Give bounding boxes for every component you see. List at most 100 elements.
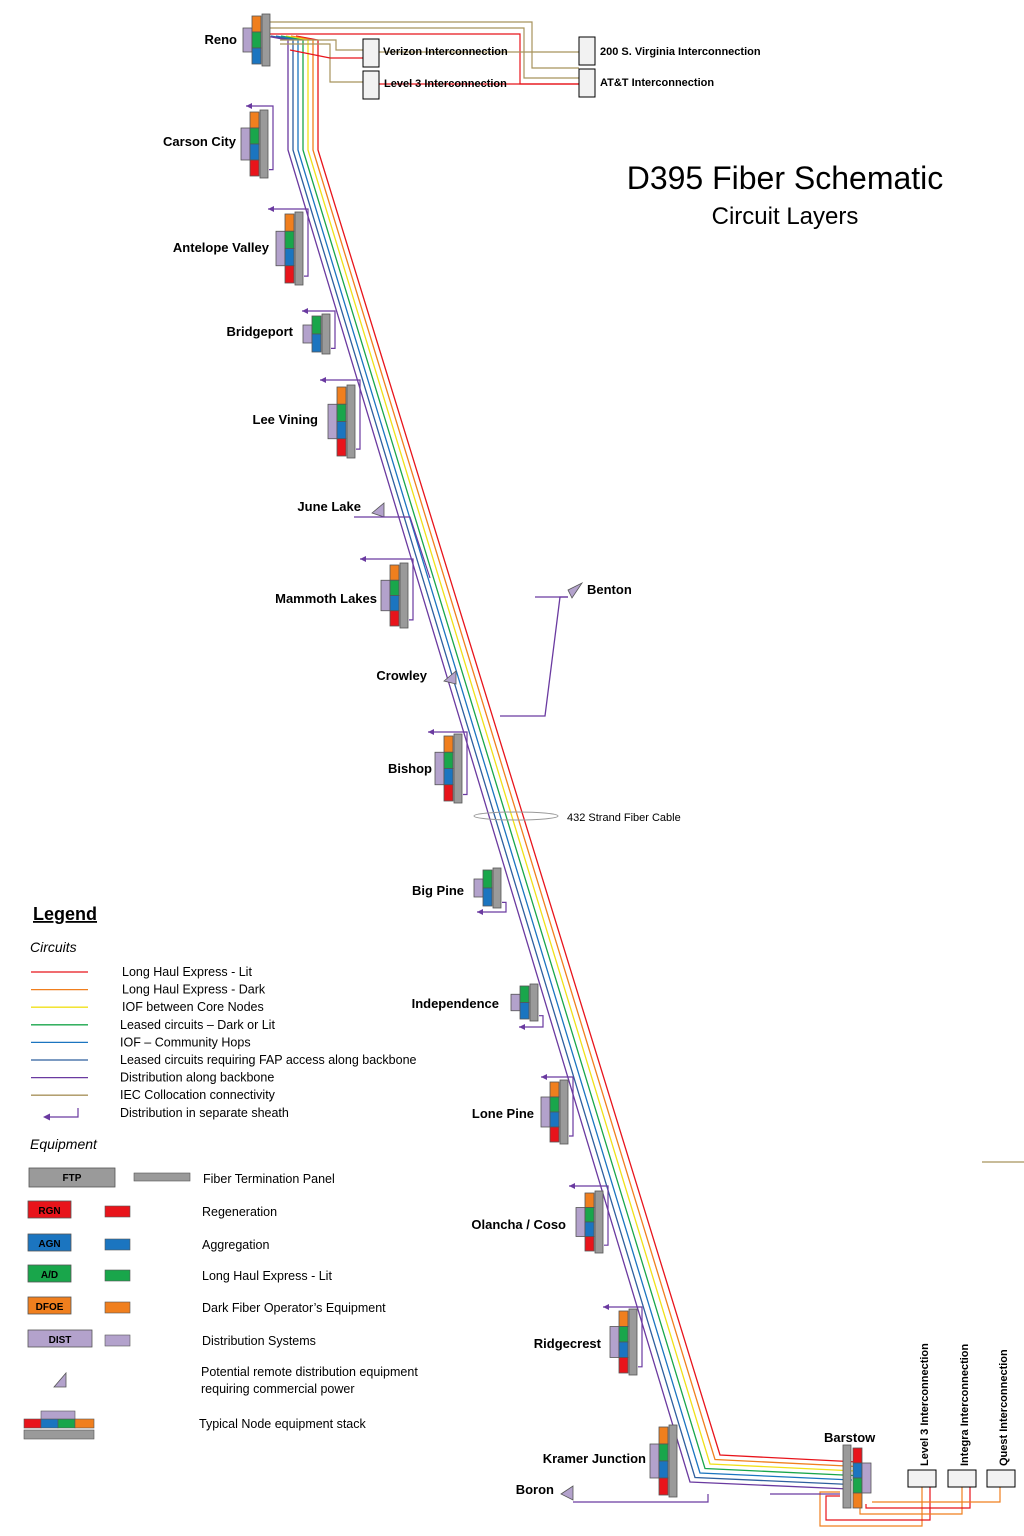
stack-kramer-junction-ftp <box>668 1424 678 1498</box>
boron-remote-icon <box>560 1485 574 1501</box>
barstow-line-3 <box>865 1487 971 1509</box>
stack-antelope-valley <box>268 206 309 286</box>
stack-ridgecrest-ftp <box>628 1308 638 1376</box>
stack-bridgeport-dist-line <box>302 310 336 349</box>
stack-lone-pine-cell-2 <box>549 1111 560 1128</box>
legend-heading: Legend <box>33 904 97 924</box>
barstow-line-0 <box>819 1487 923 1527</box>
legend-circuit-arrow-8 <box>43 1113 50 1121</box>
level3-top-interconnection-label: Level 3 Interconnection <box>384 78 507 90</box>
stack-independence <box>510 983 544 1030</box>
legend-equipment-code-1: RGN <box>38 1206 60 1217</box>
stack-bishop <box>428 729 468 804</box>
quest-interconnection-box[interactable] <box>986 1469 1016 1488</box>
stack-olancha-coso-dist-arrow <box>569 1183 575 1189</box>
legend-equipment-code-0: FTP <box>63 1173 82 1184</box>
stack-carson-city-dist <box>240 127 251 161</box>
cable-ellipse <box>473 811 559 821</box>
stack-ridgecrest-cell-3 <box>618 1357 629 1374</box>
node-label-boron: Boron <box>516 1482 554 1497</box>
integra-interconnection-label: Integra Interconnection <box>959 1343 971 1466</box>
stack-mammoth-lakes-cell-1 <box>389 579 400 596</box>
stack-lone-pine-cell-3 <box>549 1126 560 1143</box>
stack-lee-vining-cell-2 <box>336 421 347 440</box>
stack-barstow-cell-1 <box>852 1462 863 1479</box>
node-label-mammoth-lakes: Mammoth Lakes <box>275 591 377 606</box>
stack-olancha-coso-ftp <box>594 1190 604 1254</box>
stack-bishop-ftp <box>453 733 463 804</box>
stack-kramer-junction-cell-2 <box>658 1460 669 1479</box>
diagram-title: D395 Fiber Schematic <box>627 160 944 196</box>
stack-mammoth-lakes-dist-arrow <box>360 556 366 562</box>
stack-antelope-valley-ftp <box>294 211 304 286</box>
stack-barstow-cell-2 <box>852 1477 863 1494</box>
legend-equipment-code-2: AGN <box>38 1239 60 1250</box>
legend-equipment-box-5 <box>27 1329 93 1348</box>
att-interconnection-label: AT&T Interconnection <box>600 77 714 89</box>
stack-ridgecrest-dist <box>609 1326 620 1358</box>
diagram-subtitle: Circuit Layers <box>712 203 859 230</box>
virginia-interconnection-box[interactable] <box>578 36 596 66</box>
stack-bridgeport-cell-1 <box>311 333 322 353</box>
legend-equipment-box-0 <box>28 1167 116 1188</box>
stack-bishop-cell-1 <box>443 751 454 769</box>
stack-lee-vining-cell-1 <box>336 403 347 422</box>
barstow-line-1 <box>825 1487 931 1521</box>
stack-big-pine-cell-1 <box>482 887 493 907</box>
stack-barstow <box>842 1444 872 1509</box>
stack-bridgeport-dist-arrow <box>302 308 308 314</box>
stack-mammoth-lakes-cell-2 <box>389 595 400 612</box>
legend: Legend Circuits Long Haul Express - LitL… <box>23 904 418 1440</box>
benton-remote-icon <box>567 581 584 599</box>
stack-olancha-coso-cell-1 <box>584 1207 595 1223</box>
stack-reno-dist <box>242 27 253 53</box>
boron-line <box>573 1494 709 1503</box>
fiber-lines <box>265 21 1001 1527</box>
legend-equipment-swatch-1 <box>104 1205 131 1218</box>
node-label-antelope-valley: Antelope Valley <box>173 240 270 255</box>
iec-line-2 <box>270 33 579 85</box>
stack-independence-dist <box>510 993 521 1012</box>
level3-bottom-interconnection-label: Level 3 Interconnection <box>919 1343 931 1466</box>
legend-equipment-code-5: DIST <box>49 1335 72 1346</box>
legend-equipment-swatch-5 <box>104 1334 131 1347</box>
integra-interconnection-box[interactable] <box>947 1469 977 1488</box>
stack-kramer-junction <box>649 1424 678 1498</box>
legend-equipment-label-5: Distribution Systems <box>202 1334 316 1348</box>
stack-bishop-cell-0 <box>443 735 454 753</box>
stack-olancha-coso-cell-0 <box>584 1192 595 1208</box>
stack-reno <box>242 13 271 67</box>
legend-equipment-code-3: A/D <box>41 1270 58 1281</box>
stack-antelope-valley-dist-arrow <box>268 206 274 212</box>
legend-circuit-label-3: Leased circuits – Dark or Lit <box>120 1018 275 1032</box>
legend-circuit-label-4: IOF – Community Hops <box>120 1035 251 1049</box>
node-label-crowley: Crowley <box>376 668 427 683</box>
stack-bishop-cell-2 <box>443 768 454 786</box>
stack-carson-city-cell-1 <box>249 127 260 145</box>
legend-equipment-swatch-4 <box>104 1301 131 1314</box>
stack-lee-vining-ftp <box>346 384 356 459</box>
level3-bottom-interconnection-box[interactable] <box>907 1469 937 1488</box>
fiber-line-0 <box>295 35 859 1463</box>
stack-bishop-dist-line <box>428 731 468 796</box>
stack-kramer-junction-dist <box>649 1443 660 1479</box>
legend-equipment-label-3: Long Haul Express - Lit <box>202 1269 332 1283</box>
legend-equipment-code-4: DFOE <box>36 1302 64 1313</box>
verizon-interconnection-box[interactable] <box>362 38 380 68</box>
node-label-bridgeport: Bridgeport <box>227 324 294 339</box>
legend-circuit-label-6: Distribution along backbone <box>120 1071 274 1085</box>
stack-big-pine-ftp <box>492 867 502 909</box>
legend-equipment-swatch-0 <box>133 1172 191 1182</box>
att-interconnection-box[interactable] <box>578 68 596 98</box>
legend-circuit-line-8 <box>46 1108 79 1118</box>
stack-olancha-coso-dist <box>575 1207 586 1237</box>
stack-bridgeport-cell-0 <box>311 315 322 335</box>
stack-antelope-valley-cell-1 <box>284 230 295 249</box>
level3-top-interconnection-box[interactable] <box>362 70 380 100</box>
stack-lee-vining-cell-0 <box>336 386 347 405</box>
stack-lone-pine-dist-line <box>541 1076 574 1137</box>
iec-line-4 <box>280 43 363 83</box>
stack-mammoth-lakes-dist <box>380 579 391 612</box>
stack-ridgecrest-cell-0 <box>618 1310 629 1327</box>
